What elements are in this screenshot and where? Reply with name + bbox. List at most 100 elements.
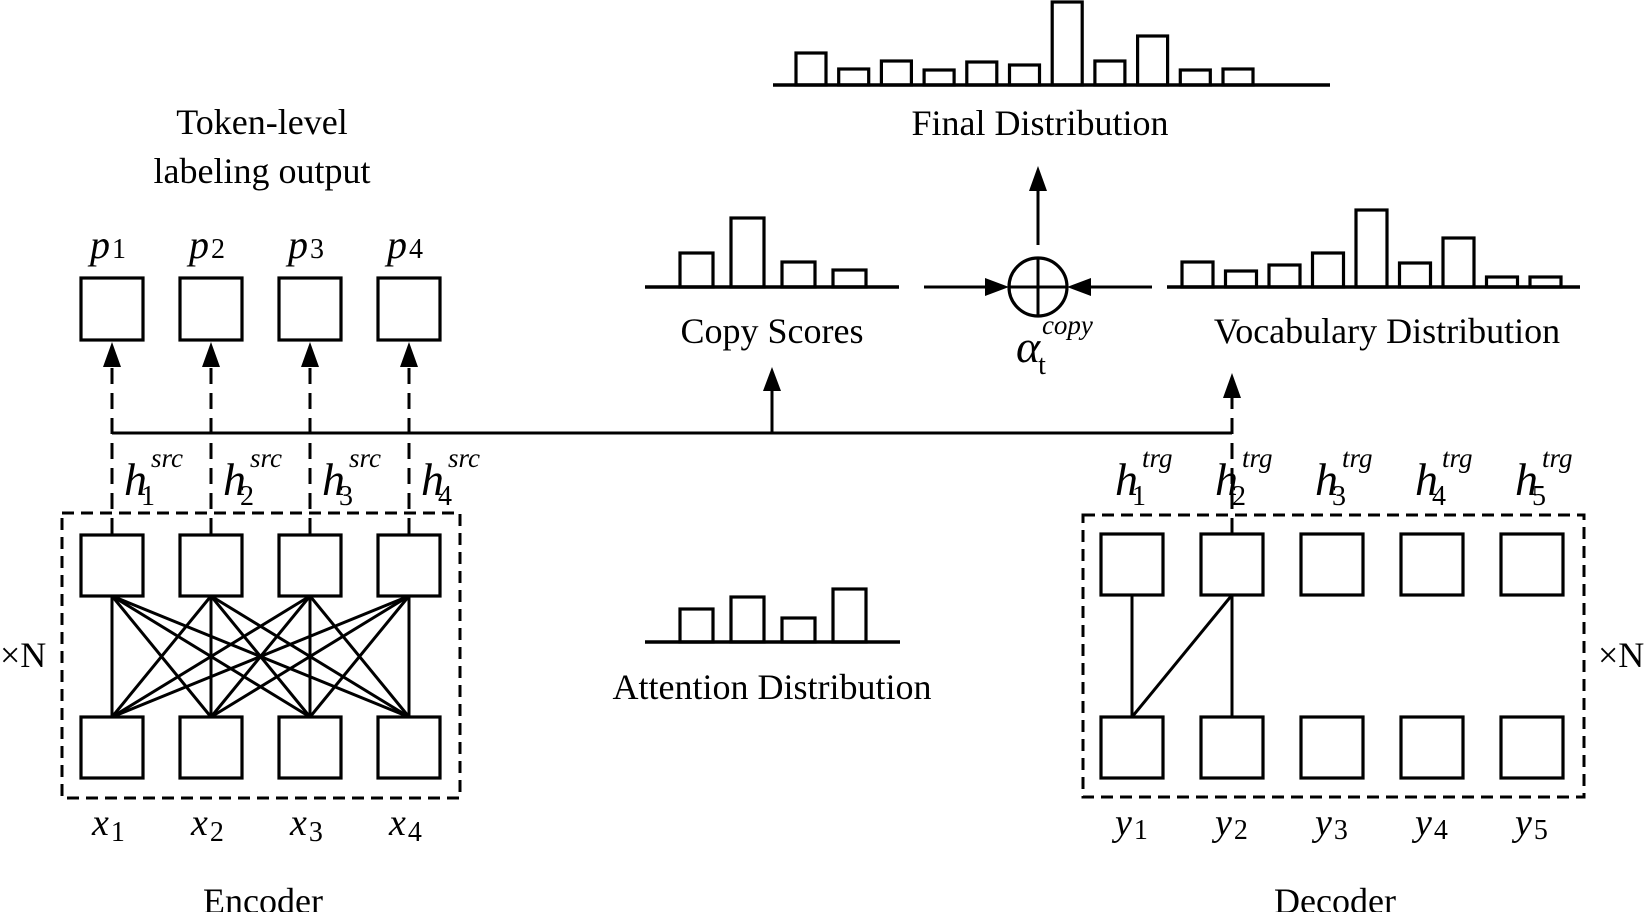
decoder-hidden-node [1099, 532, 1165, 597]
final-distribution: Final Distribution [773, 0, 1330, 143]
copy-scores-bar [780, 260, 817, 289]
decoder-hidden-label-5: h5trg [1515, 443, 1573, 512]
final-distribution-bar [794, 51, 828, 87]
vocabulary-distribution-bar [1397, 261, 1433, 289]
final-distribution-bar [965, 60, 999, 87]
copy-scores-label: Copy Scores [681, 311, 864, 351]
arrowhead-right-icon [985, 278, 1009, 296]
copy-scores: Copy Scores [645, 216, 899, 351]
vocabulary-distribution-bars [1180, 208, 1563, 289]
attention-distribution-bar [729, 595, 766, 644]
encoder-hidden-node [79, 533, 145, 598]
final-distribution-bar [1050, 0, 1084, 87]
encoder-input-label-x4: x4 [388, 802, 422, 848]
attention-distribution-bars [678, 587, 868, 644]
decoder-input-node [1399, 715, 1465, 780]
copy-scores-input-arrow [763, 367, 781, 433]
encoder-hidden-label-3: h3src [322, 443, 381, 512]
arrowhead-up-icon [202, 342, 220, 367]
encoder-input-node [376, 715, 442, 780]
arrowhead-up-icon [301, 342, 319, 367]
encoder-hidden-label-2: h2src [223, 443, 282, 512]
decoder-hidden-node [1499, 532, 1565, 597]
output-node [79, 276, 145, 342]
copy-scores-bar [831, 268, 868, 289]
decoder-input-label-y3: y3 [1311, 802, 1348, 846]
decoder-output-arrow [1223, 373, 1241, 534]
output-node [178, 276, 244, 342]
vocabulary-distribution-bar [1267, 263, 1302, 289]
vocabulary-distribution: Vocabulary Distribution [1167, 208, 1580, 351]
encoder-repeat-frame [60, 511, 462, 800]
encoder-input-label-x2: x2 [190, 802, 224, 848]
copy-scores-bar [729, 216, 766, 289]
output-label-p2: p2 [186, 222, 225, 267]
final-distribution-bar [1007, 63, 1042, 87]
final-distribution-bar [922, 68, 956, 87]
decoder-hidden-label-1: h1trg [1115, 443, 1173, 512]
attention-distribution-label: Attention Distribution [613, 667, 932, 707]
output-label-p3: p3 [285, 222, 324, 267]
vocabulary-distribution-bar [1310, 251, 1346, 289]
final-distribution-bar [1135, 34, 1170, 87]
arrowhead-up-icon [763, 367, 781, 391]
final-distribution-bar [879, 59, 914, 87]
copy-scores-bars [678, 216, 868, 289]
encoder-repeat-label: ×N [0, 635, 46, 675]
decoder-hidden-label-3: h3trg [1315, 443, 1373, 512]
encoder-hidden-node [277, 533, 343, 598]
decoder-hidden-node [1399, 532, 1465, 597]
decoder-hidden-node [1199, 532, 1265, 597]
encoder-input-node [178, 715, 244, 780]
decoder-input-node [1499, 715, 1565, 780]
final-distribution-bar [837, 67, 871, 87]
encoder-hidden-node [178, 533, 244, 598]
decoder-block: ×N h1trg h2trg h3trg h4trg h5trg y1 y2 y3 y4 y5 D… [1081, 443, 1644, 912]
attention-distribution-bar [780, 616, 817, 644]
output-label-p4: p4 [384, 222, 423, 267]
decoder-input-label-y2: y2 [1211, 802, 1248, 846]
vocabulary-distribution-bar [1441, 236, 1476, 289]
decoder-input-label-y1: y1 [1111, 802, 1148, 846]
encoder-hidden-label-4: h4src [421, 443, 480, 512]
decoder-input-label-y4: y4 [1411, 802, 1448, 846]
copy-scores-bar [678, 251, 715, 289]
decoder-repeat-frame [1081, 513, 1586, 799]
encoder-input-label-x1: x1 [91, 802, 125, 848]
decoder-input-node [1099, 715, 1165, 780]
token-output-title-line2: labeling output [154, 151, 371, 191]
final-distribution-bar [1178, 68, 1212, 87]
decoder-hidden-node [1299, 532, 1365, 597]
vocabulary-distribution-bar [1223, 269, 1259, 289]
decoder-causal-links [1130, 594, 1234, 718]
final-distribution-label: Final Distribution [911, 103, 1168, 143]
encoder-hidden-node [376, 533, 442, 598]
token-output-title-line1: Token-level [176, 102, 347, 142]
encoder-input-node [79, 715, 145, 780]
copy-gate-label: αtcopy [1016, 310, 1093, 381]
arrowhead-up-icon [400, 342, 418, 367]
arrowhead-up-icon [1029, 166, 1047, 191]
vocabulary-distribution-label: Vocabulary Distribution [1214, 311, 1560, 351]
decoder-label: Decoder [1274, 881, 1396, 912]
decoder-input-label-y5: y5 [1511, 802, 1548, 846]
encoder-self-attention-links [110, 594, 411, 719]
vocabulary-distribution-bar [1354, 208, 1389, 289]
decoder-input-node [1199, 715, 1265, 780]
attention-distribution: Attention Distribution [613, 587, 932, 707]
decoder-hidden-label-2: h2trg [1215, 443, 1273, 512]
vocabulary-distribution-bar [1180, 260, 1215, 289]
final-distribution-bar [1221, 67, 1255, 87]
output-node [277, 276, 343, 342]
decoder-nodes: h1trg h2trg h3trg h4trg h5trg y1 y2 y3 y4 y5 [1099, 443, 1573, 846]
arrowhead-up-icon [103, 342, 121, 367]
final-distribution-bars [794, 0, 1255, 87]
decoder-repeat-label: ×N [1598, 635, 1644, 675]
encoder-hidden-label-1: h1src [124, 443, 183, 512]
decoder-hidden-label-4: h4trg [1415, 443, 1473, 512]
copy-gate: αtcopy [924, 166, 1152, 381]
